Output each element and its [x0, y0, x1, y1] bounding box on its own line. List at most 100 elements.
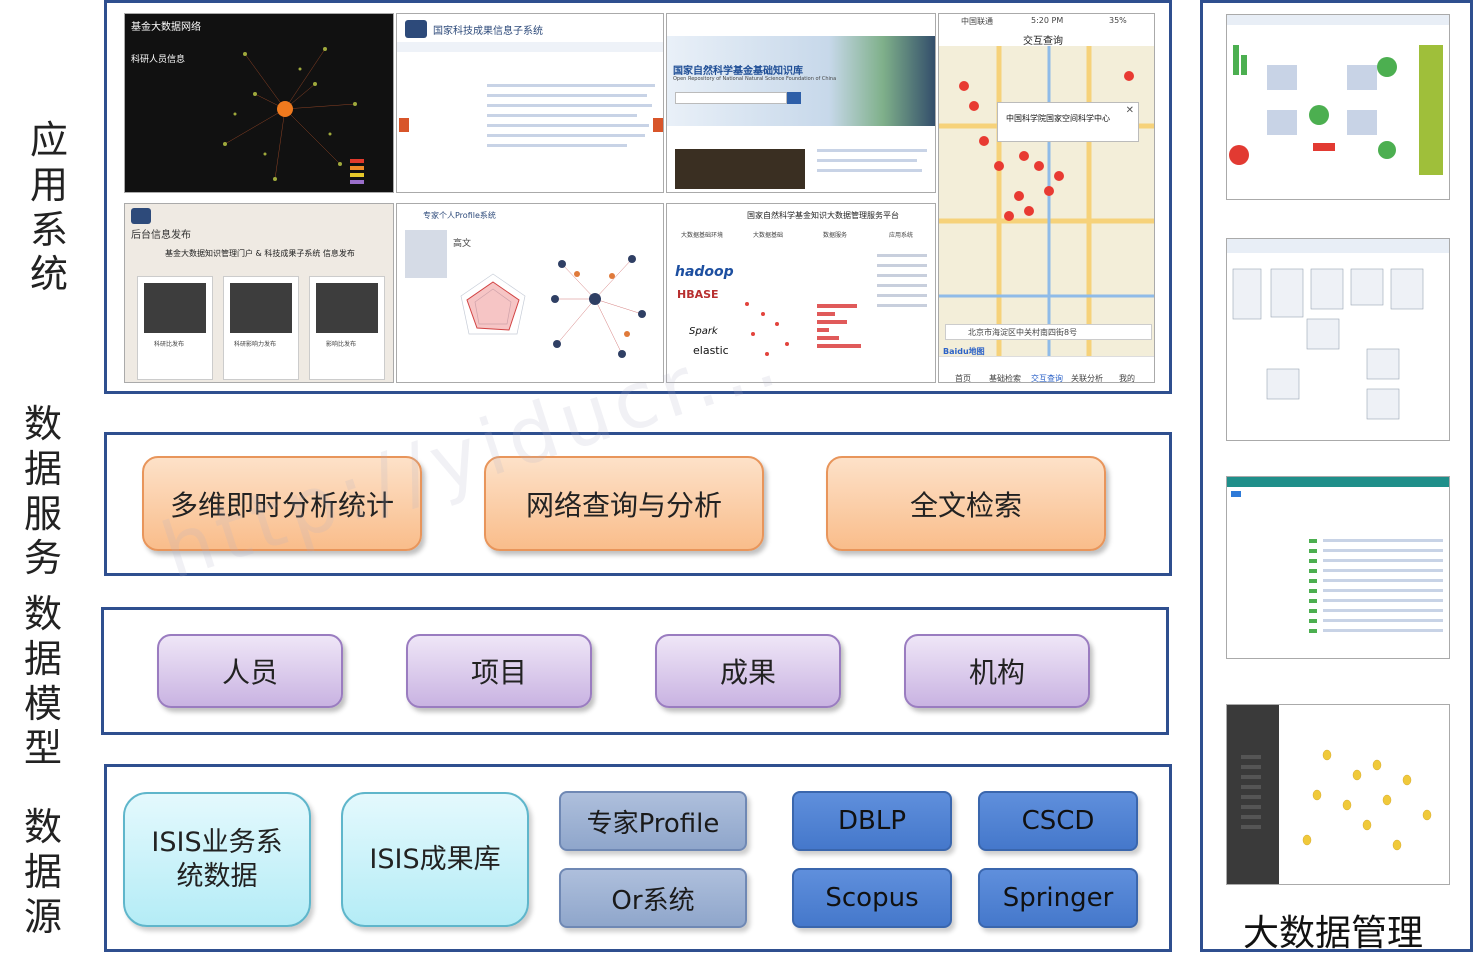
screen-title: 交互查询: [1023, 36, 1063, 47]
publish-card[interactable]: 科研比发布: [137, 276, 213, 380]
service-fulltext-search: 全文检索: [826, 456, 1106, 551]
network-graph-illustration: [223, 47, 364, 184]
screenshot-subtitle: Open Repository of National Natural Scie…: [673, 76, 837, 82]
tab-basic-search[interactable]: 基础检索: [989, 374, 1021, 383]
text-block: [487, 114, 637, 117]
source-isis-business-line1: ISIS业务系: [151, 826, 283, 858]
search-button[interactable]: [787, 92, 801, 104]
thumbnail-block: [675, 149, 805, 189]
label-application: 应 用 系 统: [30, 118, 68, 297]
label-char: 据: [24, 636, 63, 681]
next-arrow-icon[interactable]: [653, 118, 663, 132]
avatar: [405, 230, 447, 278]
tab-interactive-query[interactable]: 交互查询: [1031, 374, 1063, 383]
service-multidim-analysis: 多维即时分析统计: [142, 456, 422, 551]
label-char: 统: [30, 252, 69, 297]
screenshot-bigdata-platform: 国家自然科学基金知识大数据管理服务平台 大数据基础环境 大数据基础 数据服务 应…: [666, 203, 936, 383]
source-isis-business: ISIS业务系 统数据: [123, 792, 311, 927]
card-image: [230, 283, 292, 333]
tab-relation-analysis[interactable]: 关联分析: [1071, 374, 1103, 383]
label-char: 务: [24, 536, 63, 581]
prev-arrow-icon[interactable]: [399, 118, 409, 132]
status-bar: [939, 14, 1154, 28]
column-header: 应用系统: [889, 232, 914, 239]
label-char: 源: [24, 894, 63, 939]
column-header: 大数据基础环境: [681, 232, 724, 239]
dashboard-illustration: [1227, 15, 1449, 175]
table-illustration: [1227, 477, 1449, 633]
panel-heading: 基金大数据知识管理门户 & 科技成果子系统 信息发布: [165, 249, 355, 258]
screenshot-title: 专家个人Profile系统: [423, 211, 496, 220]
publish-card[interactable]: 影响比发布: [309, 276, 385, 380]
screenshot-title: 基金大数据网络: [131, 22, 201, 33]
screenshot-title: 国家自然科学基金知识大数据管理服务平台: [747, 211, 899, 220]
text-block: [487, 94, 647, 97]
graph-db-illustration: [1227, 705, 1432, 884]
map-popup[interactable]: 中国科学院国家空间科学中心 ✕: [997, 102, 1139, 142]
model-institution: 机构: [904, 634, 1090, 708]
source-isis-results: ISIS成果库: [341, 792, 529, 927]
label-char: 据: [24, 849, 63, 894]
mgmt-screenshot-graph-db: [1226, 704, 1450, 885]
search-input[interactable]: [675, 92, 787, 104]
bottom-tab-bar: 首页 基础检索 交互查询 关联分析 我的: [939, 356, 1154, 383]
column-header: 大数据基础: [753, 232, 784, 239]
time-text: 5:20 PM: [1031, 16, 1064, 25]
text-block: [817, 169, 922, 172]
label-char: 用: [30, 162, 69, 207]
schema-illustration: [1227, 239, 1449, 420]
label-char: 服: [24, 491, 63, 536]
logo-elastic: elastic: [693, 344, 729, 357]
battery-text: 35%: [1109, 16, 1127, 25]
model-person: 人员: [157, 634, 343, 708]
mgmt-screenshot-schema: [1226, 238, 1450, 441]
publish-card[interactable]: 科研影响力发布: [223, 276, 299, 380]
close-icon[interactable]: ✕: [1125, 105, 1134, 116]
card-label: 科研比发布: [154, 341, 185, 348]
card-label: 影响比发布: [326, 341, 357, 348]
carrier-text: 中国联通: [961, 17, 993, 26]
model-result: 成果: [655, 634, 841, 708]
column-header: 数据服务: [823, 232, 848, 239]
expert-name: 高文: [453, 239, 472, 249]
mgmt-screenshot-table: [1226, 476, 1450, 659]
label-char: 数: [24, 592, 63, 636]
screenshot-title: 国家科技成果信息子系统: [433, 26, 543, 37]
source-springer: Springer: [978, 868, 1138, 928]
nsfc-logo-icon: [405, 20, 427, 38]
card-image: [316, 283, 378, 333]
map-illustration: [939, 46, 1154, 366]
source-or-system: Or系统: [559, 868, 747, 928]
label-char: 系: [30, 207, 69, 252]
radar-chart-illustration: [460, 255, 646, 358]
source-dblp: DBLP: [792, 791, 952, 851]
label-char: 数: [24, 402, 63, 446]
hero-banner: [667, 36, 935, 126]
map-logo: Baidu地图: [943, 347, 985, 356]
platform-chart-illustration: [745, 254, 927, 356]
nav-bar: [397, 42, 663, 52]
text-block: [487, 134, 645, 137]
tab-home[interactable]: 首页: [955, 374, 971, 383]
text-block: [487, 124, 649, 127]
source-expert-profile: 专家Profile: [559, 791, 747, 851]
nsfc-logo-icon: [131, 208, 151, 224]
tab-mine[interactable]: 我的: [1119, 374, 1135, 383]
screenshot-results-system: 国家科技成果信息子系统: [396, 13, 664, 193]
data-model-frame: [101, 607, 1169, 735]
card-image: [144, 283, 206, 333]
logo-hbase: HBASE: [677, 288, 719, 301]
label-char: 型: [24, 726, 63, 771]
label-data-source: 数 据 源: [24, 805, 62, 939]
screenshot-title: 国家自然科学基金基础知识库: [673, 66, 803, 77]
source-scopus: Scopus: [792, 868, 952, 928]
bigdata-management-title: 大数据管理: [1243, 913, 1424, 954]
card-label: 科研影响力发布: [234, 341, 277, 348]
label-data-service: 数 据 服 务: [24, 402, 62, 581]
text-block: [487, 104, 652, 107]
screenshot-expert-profile: 专家个人Profile系统 高文: [396, 203, 664, 383]
address-bar: 北京市海淀区中关村南四街8号: [945, 324, 1152, 340]
text-block: [487, 144, 627, 147]
logo-spark: Spark: [689, 326, 718, 337]
source-isis-business-line2: 统数据: [176, 860, 258, 892]
